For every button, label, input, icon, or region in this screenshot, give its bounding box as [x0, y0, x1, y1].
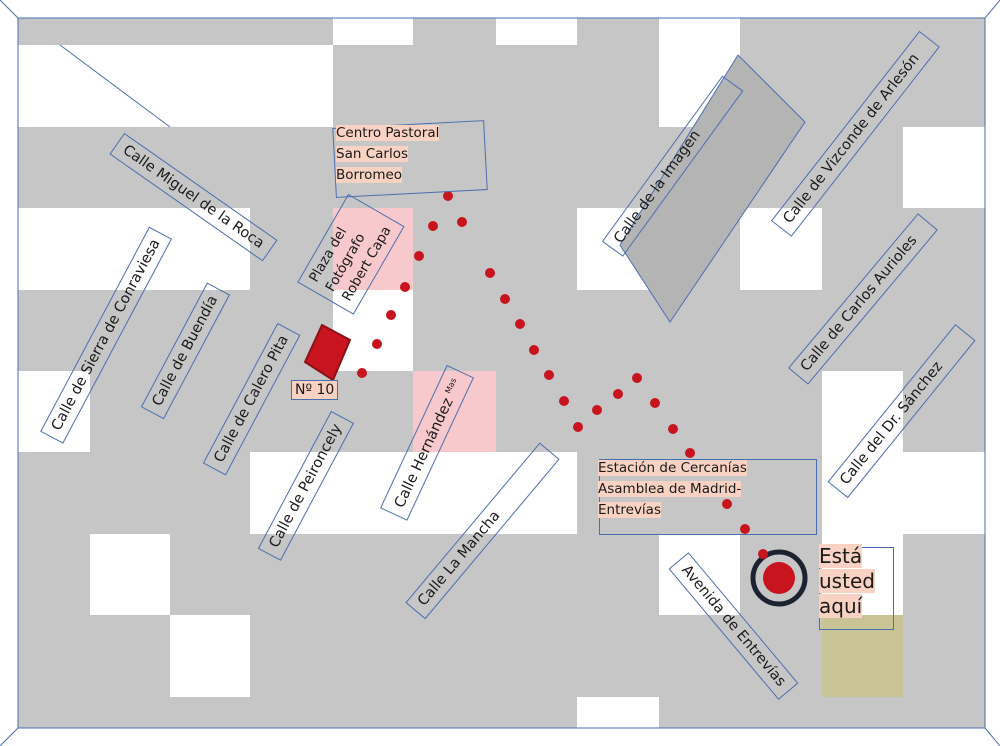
label-line: Está — [819, 544, 863, 568]
route-dot — [740, 524, 750, 534]
route-dot — [573, 422, 583, 432]
station-outline — [599, 459, 817, 535]
route-dot — [414, 251, 424, 261]
route-dot — [613, 389, 623, 399]
destination-building — [303, 323, 352, 382]
frame-corner — [984, 0, 1000, 19]
label-line: Borromeo — [336, 167, 403, 183]
route-dot — [372, 339, 382, 349]
route-dot — [632, 373, 642, 383]
open-space — [822, 371, 903, 452]
route-dot — [457, 217, 467, 227]
plaza-area — [333, 208, 413, 290]
open-space — [903, 127, 985, 208]
open-space — [822, 452, 985, 534]
open-space — [170, 615, 250, 697]
route-dot — [592, 405, 602, 415]
route-dot — [400, 282, 410, 292]
frame-corner — [0, 0, 19, 19]
route-dot — [668, 424, 678, 434]
frame-corner — [984, 727, 1000, 746]
open-space — [90, 534, 170, 615]
frame-corner — [0, 727, 19, 746]
label-line: aquí — [819, 594, 863, 618]
park-area — [822, 615, 903, 697]
label-line: San Carlos — [336, 146, 408, 162]
route-dot — [485, 268, 495, 278]
label-line: usted — [819, 569, 875, 593]
open-space — [18, 45, 333, 127]
route-dot — [650, 398, 660, 408]
route-dot — [428, 221, 438, 231]
open-space — [333, 290, 413, 371]
route-dot — [443, 191, 453, 201]
you-are-here-label: Está usted aquí — [819, 544, 875, 619]
map-frame — [17, 17, 986, 729]
open-space — [659, 18, 740, 45]
you-are-here-dot — [763, 562, 795, 594]
label-line: Entrevías — [598, 502, 661, 518]
route-dot — [357, 368, 367, 378]
route-dot — [722, 499, 732, 509]
route-dot — [529, 345, 539, 355]
open-space — [333, 18, 413, 45]
centro-pastoral-label: Centro Pastoral San Carlos Borromeo — [336, 123, 440, 186]
open-space — [18, 371, 90, 452]
open-space — [250, 452, 577, 534]
route-dot — [515, 319, 525, 329]
route-dot — [758, 549, 768, 559]
label-line: Estación de Cercanías — [598, 460, 747, 476]
route-dot — [559, 396, 569, 406]
route-dot — [500, 294, 510, 304]
street-line — [59, 44, 171, 128]
open-space — [18, 208, 250, 290]
label-line: Asamblea de Madrid- — [598, 481, 742, 497]
open-space — [740, 208, 822, 290]
open-space — [577, 697, 659, 728]
plaza-area — [413, 371, 496, 452]
building-block — [619, 54, 806, 323]
route-dot — [685, 448, 695, 458]
you-are-here-ring — [750, 549, 808, 607]
building-number-label: Nº 10 — [291, 380, 339, 400]
street-name-suffix: Mas — [443, 376, 459, 395]
open-space — [496, 18, 577, 45]
route-dot — [544, 370, 554, 380]
route-dot — [386, 310, 396, 320]
label-line: Centro Pastoral — [336, 125, 440, 141]
open-space — [659, 534, 740, 615]
station-label: Estación de Cercanías Asamblea de Madrid… — [598, 458, 747, 521]
